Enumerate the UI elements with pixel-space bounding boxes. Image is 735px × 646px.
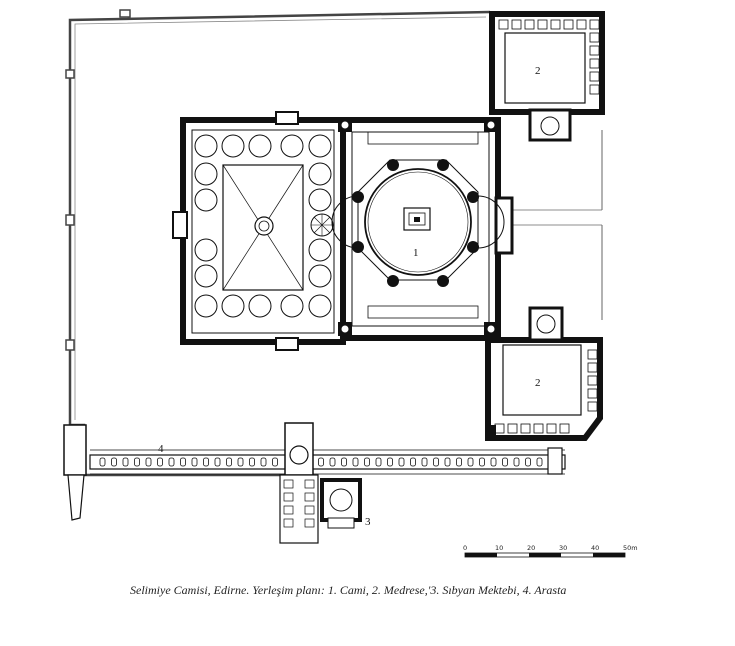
medrese-south [485,306,603,441]
arasta-shop-cell [364,457,370,467]
arasta-shop-cell [157,457,163,467]
arasta-shop-cell [352,457,359,467]
arasta-shop-cell [214,457,221,467]
scale-tick-label: 50m [623,544,638,552]
arasta-shop-cell [490,457,497,467]
arasta-shop-cell [180,457,186,467]
scale-tick-label: 0 [463,544,467,552]
arasta-shop-cell [226,457,232,467]
arasta-shop-cell [536,457,543,467]
wall-gates [65,9,131,351]
arasta-shop-cell [145,457,152,467]
sibyan-mektebi [320,478,362,529]
arasta-shop-cell [203,457,209,467]
arasta-shop-cell [502,457,508,467]
courtyard-domes [194,134,332,318]
scale-tick-label: 10 [495,544,503,552]
arasta-shop-cell [168,457,175,467]
courtyard [172,111,346,351]
label-cami: 1 [413,247,419,259]
arasta-shop-cell [375,457,382,467]
arasta-shop-cell [249,457,255,467]
medrese-north [489,11,605,142]
scale-tick-label: 20 [527,544,535,552]
arasta-shop-cell [398,457,405,467]
label-sibyan-mektebi: 3 [365,516,371,528]
arasta-shop-cell [525,457,531,467]
label-medrese-south: 2 [535,377,541,389]
scale-tick-label: 40 [591,544,599,552]
scale-tick-label: 30 [559,544,567,552]
figure-caption: Selimiye Camisi, Edirne. Yerleşim planı:… [130,583,567,597]
arasta-shop-cell [387,457,393,467]
arasta-shop-cell [421,457,428,467]
arasta-shop-cell [444,457,451,467]
label-medrese-north: 2 [535,65,541,77]
arasta-shop-cell [111,457,117,467]
arasta-shop-cell [122,457,129,467]
arasta-shop-cell [341,457,347,467]
mosque [331,117,514,341]
arasta-shop-cell [410,457,416,467]
arasta-shop-cell [467,457,474,467]
arasta-shop-cell [272,457,278,467]
arasta-shop-cell [479,457,485,467]
arasta-shop-cell [513,457,520,467]
arasta-shop-cell [237,457,244,467]
arasta-shop-cell [329,457,336,467]
arasta-shop-cell [191,457,198,467]
arasta-shop-cell [99,457,106,467]
arasta-shop-cell [318,457,324,467]
arasta-shop-cell [260,457,267,467]
arasta-shop-cell [456,457,462,467]
arasta-shop-cell [433,457,439,467]
arasta-shop-cell [134,457,140,467]
label-arasta: 4 [158,443,164,455]
scale-bar: 0 10 20 30 40 50m [463,544,638,558]
precinct-wall-inner [74,16,487,420]
arasta [63,422,566,544]
